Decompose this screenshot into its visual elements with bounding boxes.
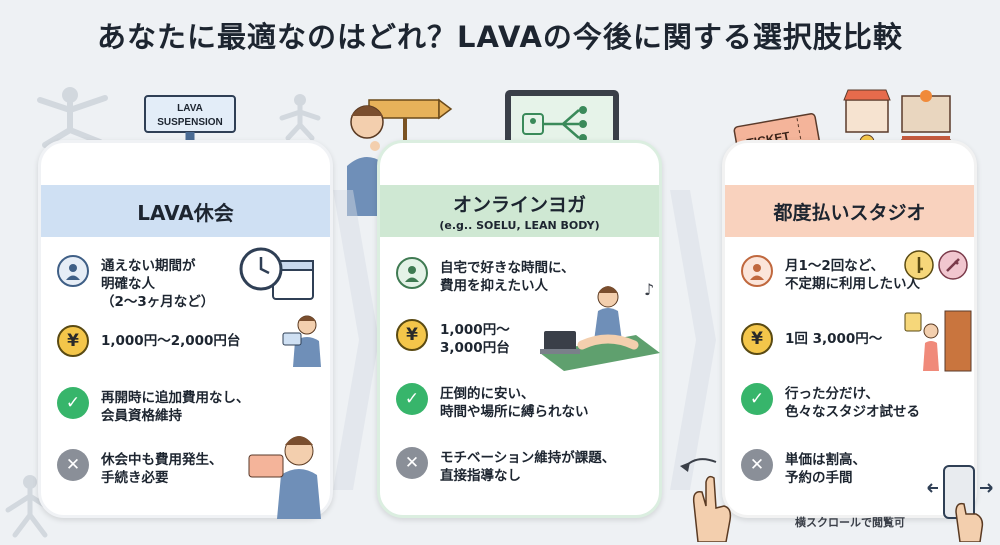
row-text: 単価は割高、 (785, 452, 866, 468)
row-text: 不定期に利用したい人 (785, 276, 920, 292)
card-header: 都度払いスタジオ (725, 185, 974, 237)
person-icon (57, 255, 89, 287)
row-text: （2～3ヶ月など） (101, 294, 215, 310)
yen-icon: ¥ (57, 325, 89, 357)
page-title: あなたに最適なのはどれ？LAVAの今後に関する選択肢比較 (97, 20, 903, 54)
row-text: 手続き必要 (101, 470, 169, 486)
card-title: 都度払いスタジオ (773, 201, 926, 224)
row-text: 費用を抑えたい人 (440, 278, 548, 294)
yen-icon: ¥ (741, 323, 773, 355)
option-card-online-yoga: オンラインヨガ (e.g.. SOELU, LEAN BODY) 自宅で好きな時… (377, 140, 662, 518)
person-icon (741, 255, 773, 287)
list-item: ✓ 圧倒的に安い、 時間や場所に縛られない (396, 383, 589, 421)
row-text: 予約の手間 (785, 470, 853, 486)
cross-icon: ✕ (396, 447, 428, 479)
row-text: 自宅で好きな時間に、 (440, 260, 575, 276)
row-text: 明確な人 (101, 276, 155, 292)
card-subtitle: (e.g.. SOELU, LEAN BODY) (439, 219, 600, 232)
yoga-figure-bg-icon (37, 87, 108, 148)
row-text: 時間や場所に縛られない (440, 404, 589, 420)
check-icon: ✓ (741, 383, 773, 415)
clock-calendar-icon (239, 247, 314, 300)
option-card-lava-suspension: LAVA休会 通えない期間が 明確な人 （2～3ヶ月など） ¥ 1,000円～2… (38, 140, 333, 519)
yen-icon: ¥ (396, 319, 428, 351)
list-item: ¥ 1回 3,000円～ (741, 323, 882, 355)
row-text: 行った分だけ、 (785, 386, 879, 402)
row-text: 圧倒的に安い、 (440, 386, 535, 402)
row-text: モチベーション維持が課題、 (440, 450, 616, 466)
row-text: 色々なスタジオ試せる (785, 404, 920, 420)
list-item: ✓ 再開時に追加費用なし、 会員資格維持 (57, 387, 250, 425)
row-text: 休会中も費用発生、 (101, 452, 223, 468)
svg-text:♪: ♪ (644, 280, 654, 299)
row-text: 1,000円～2,000円台 (101, 333, 241, 349)
person-icon (396, 257, 428, 289)
row-text: 通えない期間が (101, 258, 196, 274)
woman-with-card-icon (248, 436, 321, 519)
phone-swipe-icon (927, 465, 993, 542)
card-header: オンラインヨガ (e.g.. SOELU, LEAN BODY) (380, 185, 659, 237)
list-item: ✕ 単価は割高、 予約の手間 (741, 449, 866, 487)
list-item: ✕ モチベーション維持が課題、 直接指導なし (396, 447, 615, 485)
row-text: 直接指導なし (440, 468, 521, 484)
signpost-label-line1: LAVA (177, 103, 203, 114)
list-item: 通えない期間が 明確な人 （2～3ヶ月など） (57, 255, 214, 311)
woman-yoga-mat-laptop-icon: ♪ (540, 280, 660, 371)
list-item: 自宅で好きな時間に、 費用を抑えたい人 (396, 257, 575, 295)
swipe-hand-icon (680, 458, 732, 542)
option-card-pay-per-visit-studio: 都度払いスタジオ 月1～2回など、 不定期に利用したい人 ¥ 1回 3,000円… (722, 140, 977, 518)
yoga-figure-bg-icon (279, 94, 321, 140)
signpost-label-line2: SUSPENSION (157, 117, 223, 128)
key-icons (904, 250, 968, 280)
row-text: 1,000円～ (440, 322, 510, 338)
check-icon: ✓ (57, 387, 89, 419)
card-title: オンラインヨガ (452, 194, 586, 216)
scroll-hint-text: 横スクロールで閲覧可 (795, 516, 905, 529)
cross-icon: ✕ (741, 449, 773, 481)
row-text: 月1～2回など、 (785, 258, 885, 274)
check-icon: ✓ (396, 383, 428, 415)
row-text: 会員資格維持 (101, 408, 182, 424)
list-item: ¥ 1,000円～ 3,000円台 (396, 319, 510, 357)
chevron-right-icon (670, 190, 716, 490)
woman-entering-door-icon (904, 310, 972, 372)
row-text: 1回 3,000円～ (785, 331, 883, 347)
chevron-right-icon (333, 190, 379, 490)
card-header: LAVA休会 (41, 185, 330, 237)
list-item: ¥ 1,000円～2,000円台 (57, 325, 240, 357)
woman-with-card-icon (282, 315, 321, 367)
cross-icon: ✕ (57, 449, 89, 481)
row-text: 3,000円台 (440, 340, 510, 356)
row-text: 再開時に追加費用なし、 (101, 390, 250, 406)
card-title: LAVA休会 (137, 200, 234, 225)
list-item: ✓ 行った分だけ、 色々なスタジオ試せる (741, 383, 920, 421)
list-item: 月1～2回など、 不定期に利用したい人 (741, 255, 920, 293)
list-item: ✕ 休会中も費用発生、 手続き必要 (57, 449, 223, 487)
